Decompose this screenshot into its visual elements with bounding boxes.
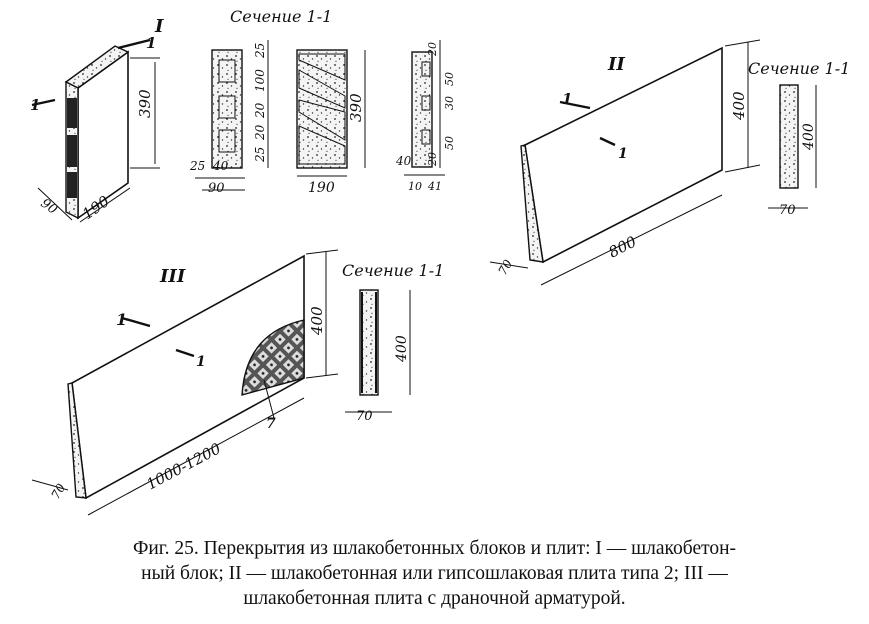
dim-text: 40 bbox=[395, 154, 412, 168]
plate2-edge bbox=[520, 144, 544, 263]
dim-text: 20 bbox=[253, 124, 267, 141]
dim-text: 70 bbox=[495, 257, 515, 278]
fig2-section: 400 70 bbox=[768, 84, 817, 218]
cut-mark: 1 bbox=[196, 354, 206, 370]
dim-text: 25 bbox=[253, 43, 267, 59]
dim-text: 400 bbox=[308, 306, 326, 336]
dim-block-depth: 90 bbox=[38, 196, 60, 218]
dim-text: 50 bbox=[443, 136, 456, 150]
dim-text: 100 bbox=[253, 69, 267, 92]
block-void bbox=[67, 172, 77, 198]
dim-text: 30 bbox=[443, 96, 456, 110]
fig1-section-a: 25 100 20 20 25 25 40 90 bbox=[189, 40, 269, 196]
dim-text: 10 bbox=[408, 180, 422, 193]
caption-line: ный блок; II — шлакобетонная или гипсошл… bbox=[141, 563, 728, 584]
mark-7: 7 bbox=[266, 416, 276, 432]
dim-text: 190 bbox=[308, 180, 335, 196]
dim-text: 20 bbox=[253, 102, 267, 119]
dim-text: 70 bbox=[356, 409, 373, 424]
fig3-section: 400 70 bbox=[345, 289, 411, 424]
fig3-number: III bbox=[159, 266, 186, 287]
fig2-number: II bbox=[607, 54, 625, 75]
figure-caption: Фиг. 25. Перекрытия из шлакобетонных бло… bbox=[0, 536, 869, 611]
cut-mark: 1 bbox=[618, 146, 628, 162]
dim-text: 20 bbox=[426, 152, 439, 167]
caption-line: шлакобетонная плита с драночной арматуро… bbox=[243, 588, 626, 609]
dim-text: 41 bbox=[427, 180, 442, 193]
dim-text: 90 bbox=[208, 181, 225, 196]
fig2-plate: 400 800 70 1 1 II bbox=[489, 39, 761, 286]
fig3-plate: 400 1000-1200 70 1 1 7 III bbox=[31, 249, 339, 516]
block-void bbox=[67, 135, 77, 167]
caption-line: Фиг. 25. Перекрытия из шлакобетонных бло… bbox=[132, 538, 737, 559]
cut-mark: 1 bbox=[146, 34, 156, 52]
dim-text: 70 bbox=[48, 481, 68, 502]
block-void bbox=[67, 98, 77, 128]
dim-text: 390 bbox=[347, 93, 365, 122]
dim-text: 400 bbox=[394, 335, 410, 363]
plate3-edge bbox=[67, 382, 87, 499]
reinforcement-mesh bbox=[241, 319, 305, 396]
fig1-block: 390 190 90 1 1 I bbox=[30, 16, 164, 223]
dim-text: 25 bbox=[189, 159, 205, 173]
dim-text: 25 bbox=[253, 147, 267, 163]
fig1-section-b: 390 190 bbox=[296, 49, 366, 196]
dim-text: 800 bbox=[606, 232, 640, 261]
dim-text: 400 bbox=[801, 123, 817, 151]
cut-mark: 1 bbox=[30, 96, 40, 114]
dim-block-height: 390 bbox=[136, 89, 154, 118]
cut-mark: 1 bbox=[116, 310, 127, 329]
technical-drawing: 390 190 90 1 1 I Сечение 1-1 25 100 20 2… bbox=[30, 7, 850, 516]
dim-text: 20 bbox=[426, 42, 439, 57]
dim-text: 40 bbox=[212, 159, 229, 173]
dim-line bbox=[79, 187, 131, 223]
fig1-section-c: 20 50 30 50 20 40 10 41 bbox=[395, 40, 456, 193]
cut-mark: 1 bbox=[562, 90, 572, 108]
dim-text: 50 bbox=[443, 72, 456, 86]
section-label-1: Сечение 1-1 bbox=[230, 7, 332, 26]
fig1-number: I bbox=[154, 16, 164, 37]
section-label-2: Сечение 1-1 bbox=[748, 59, 850, 78]
dim-text: 70 bbox=[779, 203, 796, 218]
section-label-3: Сечение 1-1 bbox=[342, 261, 444, 280]
dim-text: 400 bbox=[730, 91, 748, 121]
